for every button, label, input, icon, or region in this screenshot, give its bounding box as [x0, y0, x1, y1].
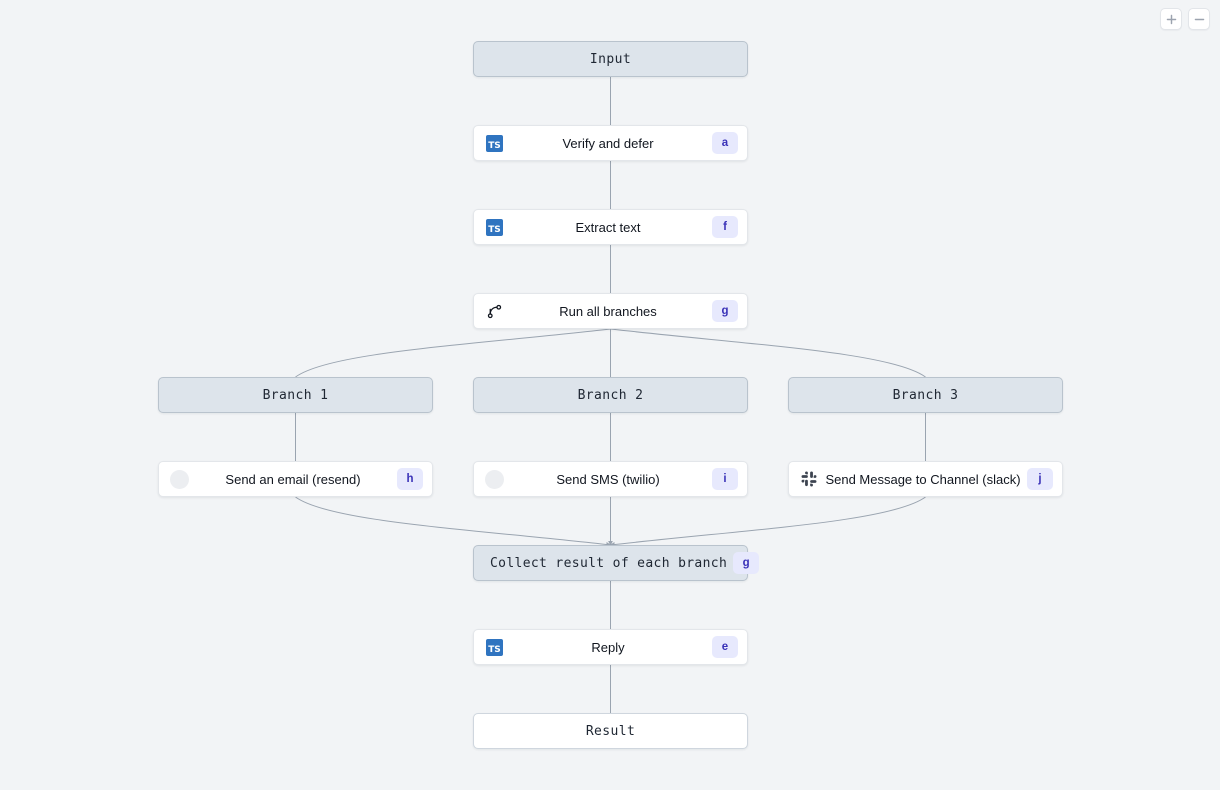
git-branch-icon: [484, 301, 504, 321]
node-reply-label: Reply: [591, 639, 625, 655]
node-run-all-branches[interactable]: Run all branches g: [473, 293, 748, 329]
placeholder-circle-icon: [169, 469, 189, 489]
zoom-in-button[interactable]: [1160, 8, 1182, 30]
node-send-an-email-resend-badge[interactable]: h: [397, 468, 423, 490]
node-branch-2[interactable]: Branch 2: [473, 377, 748, 413]
zoom-controls: [1160, 8, 1210, 30]
node-input[interactable]: Input: [473, 41, 748, 77]
node-send-message-to-channel-slack[interactable]: Send Message to Channel (slack) j: [788, 461, 1063, 497]
node-verify-and-defer-badge[interactable]: a: [712, 132, 738, 154]
edge-email-collect: [295, 496, 612, 548]
typescript-icon: TS: [484, 133, 504, 153]
node-collect-result-of-each-branch-badge[interactable]: g: [733, 552, 760, 574]
node-send-sms-twilio-label: Send SMS (twilio): [556, 471, 660, 487]
node-run-all-branches-badge[interactable]: g: [712, 300, 738, 322]
node-input-label: Input: [589, 51, 632, 67]
node-collect-result-of-each-branch-label: Collect result of each branch: [490, 555, 728, 571]
edge-slack-collect: [609, 496, 926, 548]
node-result-label: Result: [585, 723, 636, 739]
edge-runall-branch1: [295, 328, 611, 378]
node-branch-2-label: Branch 2: [577, 387, 644, 403]
plus-icon: [1166, 14, 1177, 25]
node-send-an-email-resend[interactable]: Send an email (resend) h: [158, 461, 433, 497]
node-send-message-to-channel-slack-label: Send Message to Channel (slack): [825, 471, 1021, 487]
edge-runall-branch3: [610, 328, 926, 378]
typescript-icon: TS: [484, 217, 504, 237]
node-verify-and-defer[interactable]: TS Verify and defer a: [473, 125, 748, 161]
node-branch-1-label: Branch 1: [262, 387, 329, 403]
node-send-sms-twilio-badge[interactable]: i: [712, 468, 738, 490]
node-result[interactable]: Result: [473, 713, 748, 749]
node-branch-1[interactable]: Branch 1: [158, 377, 433, 413]
zoom-out-button[interactable]: [1188, 8, 1210, 30]
node-extract-text[interactable]: TS Extract text f: [473, 209, 748, 245]
slack-icon: [799, 469, 819, 489]
node-run-all-branches-label: Run all branches: [559, 303, 657, 319]
placeholder-circle-icon: [484, 469, 504, 489]
node-reply[interactable]: TS Reply e: [473, 629, 748, 665]
node-branch-3[interactable]: Branch 3: [788, 377, 1063, 413]
node-send-message-to-channel-slack-badge[interactable]: j: [1027, 468, 1053, 490]
node-branch-3-label: Branch 3: [892, 387, 959, 403]
node-reply-badge[interactable]: e: [712, 636, 738, 658]
node-verify-and-defer-label: Verify and defer: [562, 135, 654, 151]
minus-icon: [1194, 14, 1205, 25]
node-extract-text-badge[interactable]: f: [712, 216, 738, 238]
node-send-sms-twilio[interactable]: Send SMS (twilio) i: [473, 461, 748, 497]
node-extract-text-label: Extract text: [575, 219, 641, 235]
typescript-icon: TS: [484, 637, 504, 657]
node-send-an-email-resend-label: Send an email (resend): [225, 471, 361, 487]
node-collect-result-of-each-branch[interactable]: Collect result of each branch g: [473, 545, 760, 581]
